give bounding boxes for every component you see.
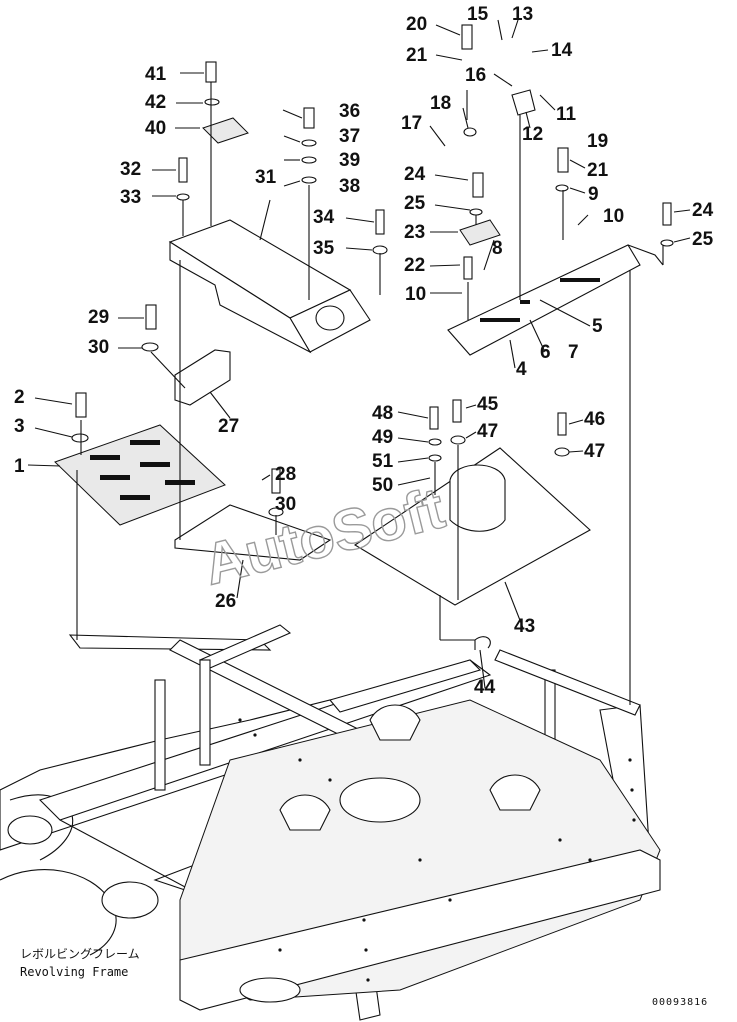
- callout-22: 22: [404, 255, 425, 276]
- callout-5: 5: [592, 316, 603, 337]
- drawing-code: 00093816: [652, 997, 708, 1008]
- callout-25-a: 25: [404, 193, 426, 214]
- callout-24-a: 24: [404, 164, 426, 185]
- callout-2: 2: [14, 387, 25, 408]
- callout-45: 45: [477, 394, 499, 415]
- part-26-plate: [174, 504, 332, 561]
- callout-48: 48: [372, 403, 393, 424]
- callout-30-a: 30: [88, 337, 109, 358]
- callout-26: 26: [215, 591, 236, 612]
- callout-16: 16: [465, 65, 486, 86]
- callout-7: 7: [568, 342, 579, 363]
- leader-lines: [76, 82, 664, 705]
- callout-21-a: 21: [406, 45, 428, 66]
- callout-6: 6: [540, 342, 551, 363]
- callout-20: 20: [406, 14, 427, 35]
- callout-34: 34: [313, 207, 335, 228]
- callout-50: 50: [372, 475, 393, 496]
- callout-30-b: 30: [275, 494, 296, 515]
- part-23-decal: [459, 219, 501, 246]
- part-1-floor-plate: [54, 424, 226, 526]
- revolving-frame: [0, 624, 661, 1021]
- callout-17: 17: [401, 113, 422, 134]
- caption-english: Revolving Frame: [20, 965, 128, 979]
- part-44-clip: [474, 636, 491, 649]
- callout-labels: 1 2 3 4 5 6 7 8 9 10 10 11 12 13 14 15 1…: [14, 4, 714, 698]
- callout-46: 46: [584, 409, 605, 430]
- part-27-bracket: [174, 349, 231, 406]
- callout-21-b: 21: [587, 160, 609, 181]
- callout-36: 36: [339, 101, 360, 122]
- part-43-plate: [353, 447, 591, 606]
- callout-27: 27: [218, 416, 239, 437]
- callout-10-b: 10: [405, 284, 426, 305]
- part-40-decal: [202, 117, 249, 144]
- callout-3: 3: [14, 416, 25, 437]
- callout-38: 38: [339, 176, 360, 197]
- callout-37: 37: [339, 126, 360, 147]
- callout-25-b: 25: [692, 229, 714, 250]
- callout-49: 49: [372, 427, 393, 448]
- callout-47-a: 47: [477, 421, 498, 442]
- caption-japanese: レボルビングフレーム: [20, 947, 140, 961]
- callout-44: 44: [474, 677, 496, 698]
- callout-24-b: 24: [692, 200, 714, 221]
- callout-51: 51: [372, 451, 394, 472]
- callout-23: 23: [404, 222, 425, 243]
- callout-31: 31: [255, 167, 277, 188]
- callout-41: 41: [145, 64, 167, 85]
- callout-47-b: 47: [584, 441, 605, 462]
- callout-9: 9: [588, 184, 599, 205]
- callout-32: 32: [120, 159, 141, 180]
- callout-39: 39: [339, 150, 360, 171]
- callout-8: 8: [492, 238, 503, 259]
- callout-33: 33: [120, 187, 141, 208]
- callout-11: 11: [556, 104, 577, 125]
- callout-1: 1: [14, 456, 25, 477]
- callout-12: 12: [522, 124, 543, 145]
- part-4-plate: [447, 244, 641, 356]
- callout-leaders: [27, 19, 691, 689]
- callout-10-a: 10: [603, 206, 624, 227]
- callout-35: 35: [313, 238, 335, 259]
- callout-19: 19: [587, 131, 608, 152]
- callout-29: 29: [88, 307, 109, 328]
- callout-13: 13: [512, 4, 533, 25]
- callout-42: 42: [145, 92, 166, 113]
- callout-14: 14: [551, 40, 573, 61]
- part-12-latch: [511, 89, 536, 116]
- callout-4: 4: [516, 359, 527, 380]
- callout-15: 15: [467, 4, 489, 25]
- callout-28: 28: [275, 464, 296, 485]
- part-31-cover: [168, 219, 371, 354]
- callout-18: 18: [430, 93, 451, 114]
- callout-40: 40: [145, 118, 166, 139]
- callout-43: 43: [514, 616, 535, 637]
